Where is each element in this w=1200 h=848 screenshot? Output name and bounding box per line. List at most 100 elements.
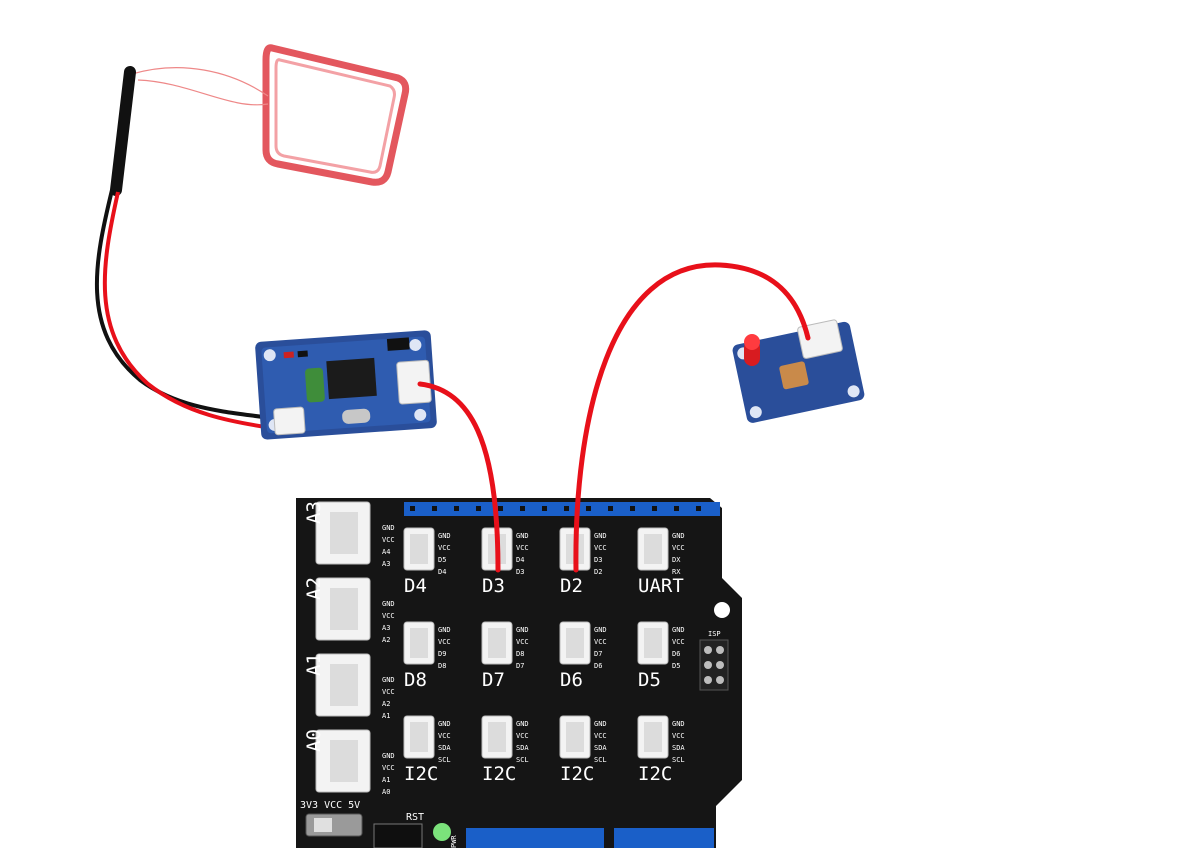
analog-pin-label: VCC	[382, 612, 395, 620]
port-pin-label: VCC	[672, 732, 685, 740]
analog-pin-label: GND	[382, 676, 395, 684]
port-label: D7	[482, 669, 505, 691]
port-pin-label: D4	[516, 556, 524, 564]
cable-rfid-to-d3	[417, 381, 501, 573]
isp-label: ISP	[708, 630, 721, 638]
port-pin-label: VCC	[516, 544, 529, 552]
port-pin-label: GND	[672, 532, 685, 540]
bottom-pin-header	[466, 828, 604, 848]
reset-label: RST	[406, 812, 424, 823]
port-pin-label: D8	[438, 662, 446, 670]
coil-lead-wire	[137, 79, 269, 106]
analog-pin-label: VCC	[382, 764, 395, 772]
port-pin-label: SDA	[594, 744, 607, 752]
port-pin-label: SCL	[516, 756, 529, 764]
port-label: D6	[560, 669, 583, 691]
port-pin-label: VCC	[438, 544, 451, 552]
port-pin-label: SCL	[594, 756, 607, 764]
bottom-pin-header	[614, 828, 714, 848]
analog-pin-label: A3	[382, 624, 390, 632]
analog-pin-label: VCC	[382, 536, 395, 544]
port-pin-label: D3	[516, 568, 524, 576]
port-pin-label: GND	[516, 532, 529, 540]
port-label: D3	[482, 575, 505, 597]
analog-port-label: A2	[303, 577, 325, 600]
analog-pin-label: A2	[382, 700, 390, 708]
analog-pin-label: A3	[382, 560, 390, 568]
port-label: D8	[404, 669, 427, 691]
port-label: D2	[560, 575, 583, 597]
cable-led-to-d2	[573, 262, 811, 573]
port-pin-label: SDA	[438, 744, 451, 752]
analog-port-label: A3	[303, 501, 325, 524]
port-pin-label: SCL	[672, 756, 685, 764]
antenna-cable-black	[94, 189, 271, 420]
port-label: I2C	[560, 763, 594, 785]
analog-pin-label: A1	[382, 712, 390, 720]
led-module	[732, 319, 865, 423]
port-pin-label: D6	[672, 650, 680, 658]
port-pin-label: GND	[438, 626, 451, 634]
port-pin-label: VCC	[516, 732, 529, 740]
port-pin-label: D5	[672, 662, 680, 670]
heat-shrink-tube	[110, 66, 136, 196]
port-pin-label: VCC	[672, 544, 685, 552]
base-shield-board: ISP 3V3 VCC 5V RST PWR GNDVCCD5D4D4GNDVC…	[296, 498, 742, 848]
antenna-cable-red	[102, 191, 273, 430]
port-pin-label: D3	[594, 556, 602, 564]
port-pin-label: VCC	[594, 544, 607, 552]
red-led	[744, 334, 760, 366]
port-pin-label: GND	[516, 720, 529, 728]
port-pin-label: SDA	[672, 744, 685, 752]
port-pin-label: D9	[438, 650, 446, 658]
power-led	[433, 823, 451, 841]
port-pin-label: D2	[594, 568, 602, 576]
analog-pin-label: VCC	[382, 688, 395, 696]
port-pin-label: GND	[516, 626, 529, 634]
port-label: D4	[404, 575, 427, 597]
port-pin-label: VCC	[594, 732, 607, 740]
port-pin-label: D7	[594, 650, 602, 658]
port-pin-label: RX	[672, 568, 681, 576]
port-pin-label: GND	[594, 720, 607, 728]
port-pin-label: VCC	[438, 638, 451, 646]
analog-pin-label: A0	[382, 788, 390, 796]
port-pin-label: GND	[594, 626, 607, 634]
voltage-switch-label: 3V3 VCC 5V	[300, 800, 360, 811]
analog-port-label: A0	[303, 729, 325, 752]
analog-pin-label: GND	[382, 524, 395, 532]
top-pin-header	[404, 502, 720, 516]
coil-lead-wire	[131, 67, 269, 97]
port-label: D5	[638, 669, 661, 691]
reset-button[interactable]	[373, 823, 423, 848]
port-pin-label: D5	[438, 556, 446, 564]
analog-pin-label: GND	[382, 600, 395, 608]
analog-pin-label: GND	[382, 752, 395, 760]
port-label: UART	[638, 575, 684, 597]
port-label: I2C	[638, 763, 672, 785]
power-label: PWR	[450, 835, 458, 848]
port-pin-label: D8	[516, 650, 524, 658]
analog-pin-label: A2	[382, 636, 390, 644]
port-pin-label: DX	[672, 556, 681, 564]
port-pin-label: GND	[672, 626, 685, 634]
rfid-antenna-coil	[262, 44, 410, 186]
port-pin-label: SDA	[516, 744, 529, 752]
port-pin-label: D7	[516, 662, 524, 670]
port-pin-label: GND	[438, 532, 451, 540]
